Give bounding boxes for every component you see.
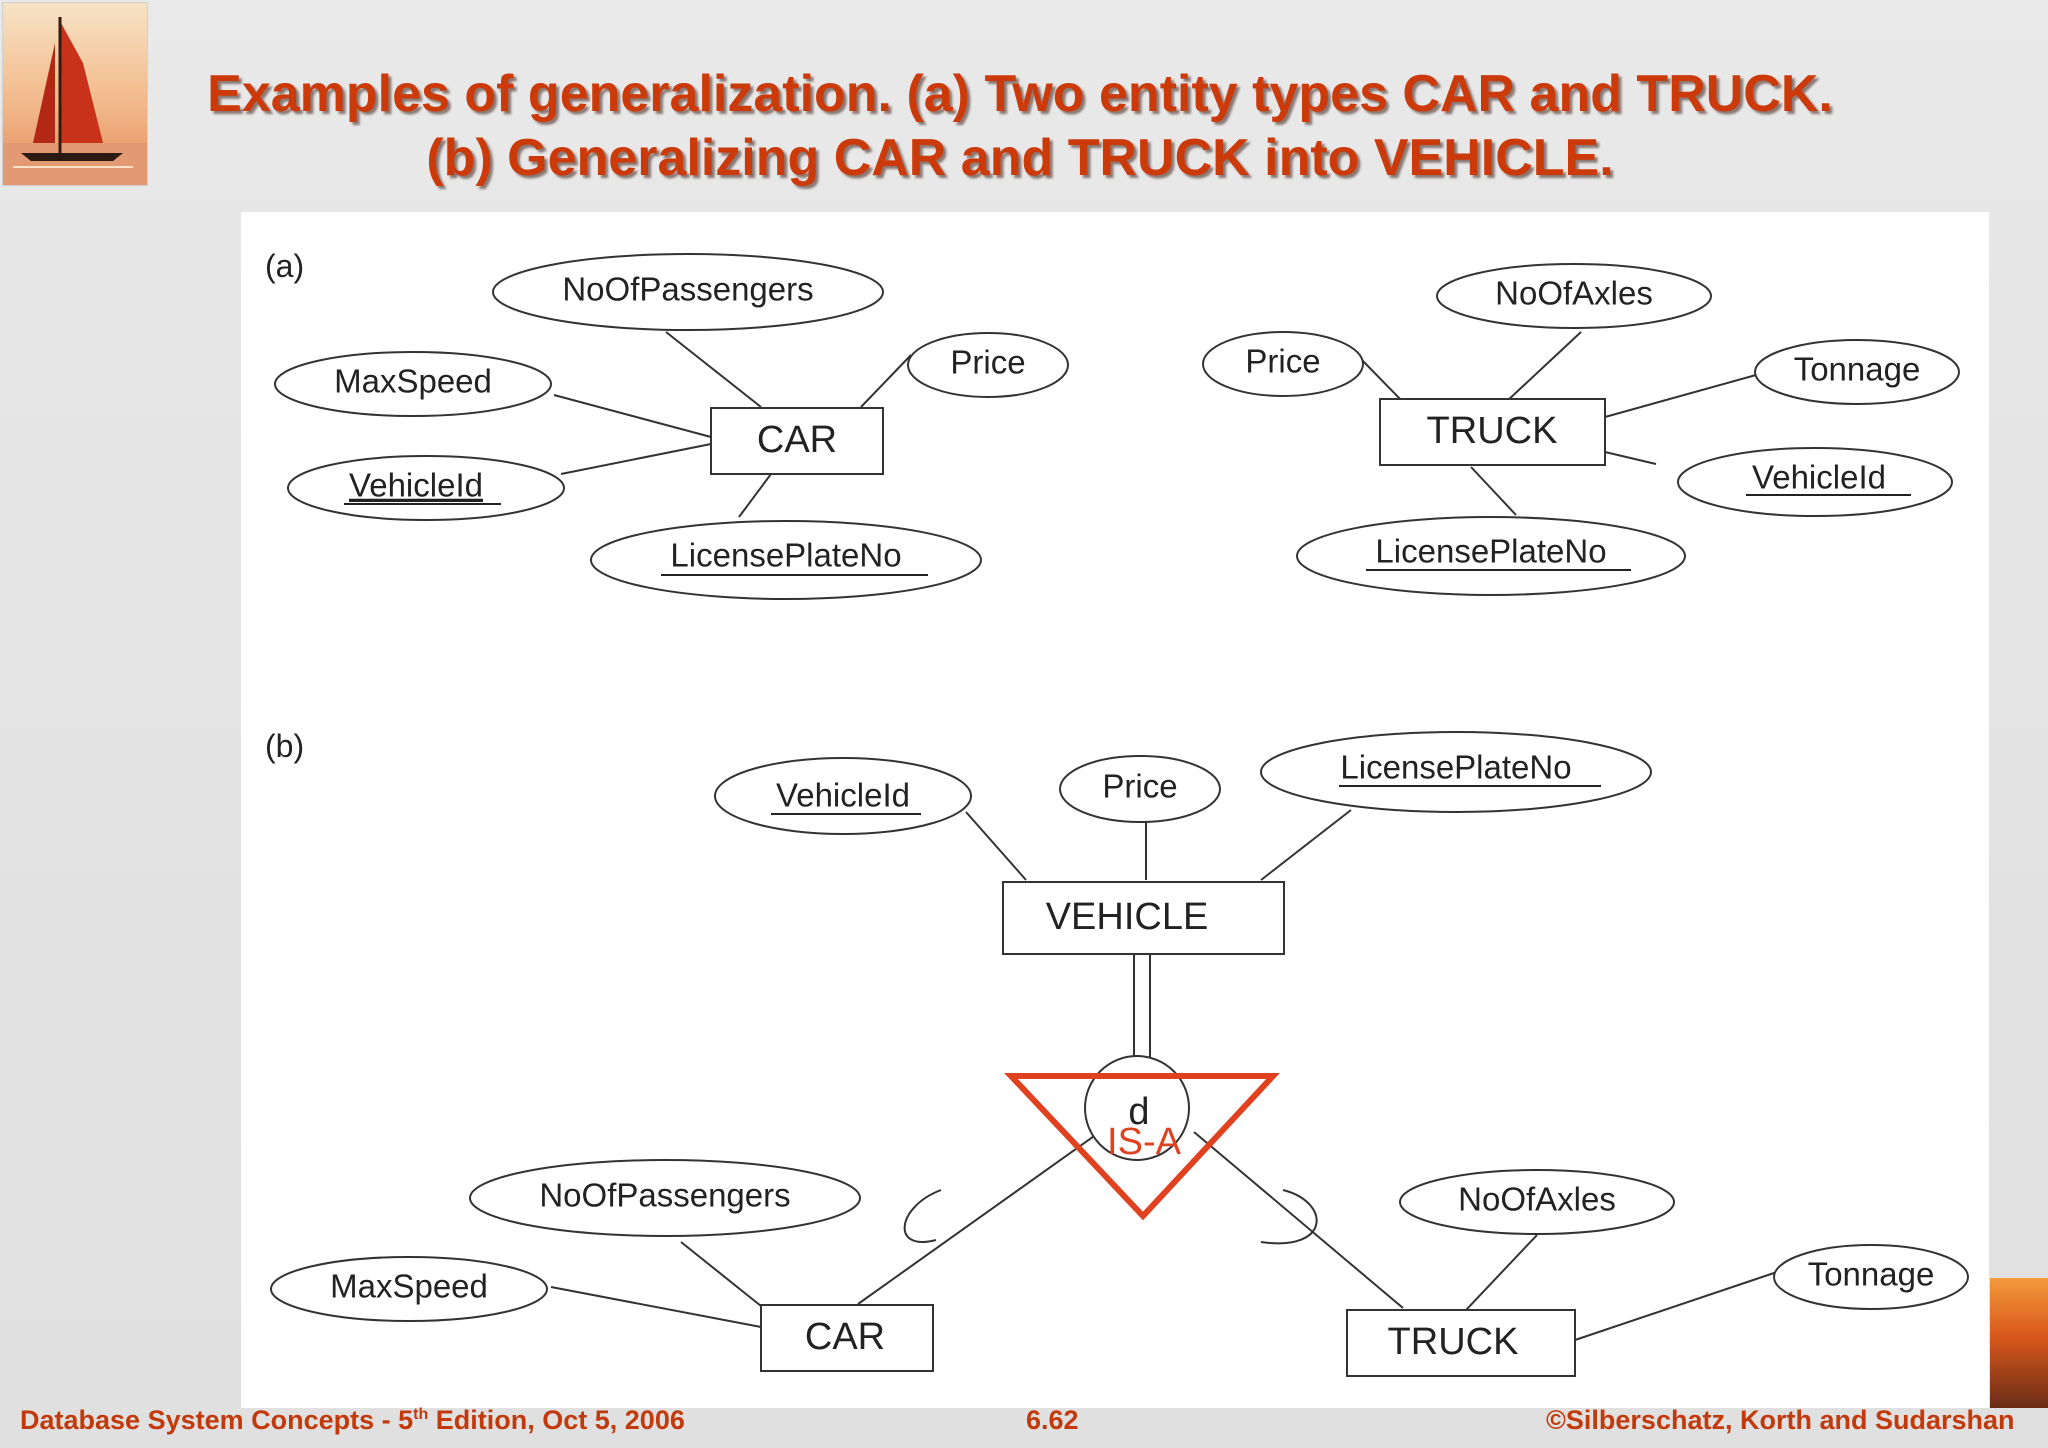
connector-line: [860, 354, 912, 408]
svg-text:LicensePlateNo: LicensePlateNo: [1340, 749, 1571, 786]
disjoint-circle: d: [1084, 1055, 1190, 1161]
entity-car-a: CAR: [710, 407, 884, 475]
connector-line: [1193, 1131, 1404, 1309]
er-diagram: (a) (b) NoOfPassengers Price MaxSpeed Ve…: [241, 212, 1989, 1408]
footer-left-prefix: Database System Concepts - 5: [20, 1405, 414, 1435]
attr-vehicleid-truck-a: VehicleId: [1677, 447, 1953, 517]
panel-a-label: (a): [265, 248, 304, 284]
attr-maxspeed-b: MaxSpeed: [270, 1256, 548, 1322]
svg-text:TRUCK: TRUCK: [1388, 1321, 1519, 1363]
sailboat-logo: [2, 2, 148, 186]
connector-line: [553, 394, 712, 438]
connector-line: [738, 473, 772, 518]
connector-line: [560, 443, 712, 475]
attr-price-car-a: Price: [907, 332, 1069, 398]
attr-noofaxles-a: NoOfAxles: [1436, 263, 1712, 329]
er-diagram-svg: (a) (b) NoOfPassengers Price MaxSpeed Ve…: [265, 248, 1969, 1377]
connector-line: [1470, 466, 1517, 516]
connector-line: [965, 811, 1027, 881]
slide-title-line-1: Examples of generalization. (a) Two enti…: [207, 65, 1833, 123]
attr-licenseplateno-truck-a: LicensePlateNo: [1296, 516, 1686, 596]
entity-car-b: CAR: [760, 1304, 934, 1372]
attr-vehicleid-car-a: VehicleId: [287, 455, 565, 521]
attr-tonnage-a: Tonnage: [1754, 339, 1960, 405]
footer-left-suffix: Edition, Oct 5, 2006: [428, 1405, 685, 1435]
connector-line: [857, 1123, 1112, 1305]
attr-tonnage-b: Tonnage: [1773, 1244, 1969, 1310]
svg-text:NoOfPassengers: NoOfPassengers: [562, 271, 813, 308]
svg-text:Tonnage: Tonnage: [1808, 1256, 1935, 1293]
connector-line: [1465, 1234, 1538, 1311]
slide-title-line-2: (b) Generalizing CAR and TRUCK into VEHI…: [426, 129, 1614, 187]
connector-line: [1360, 358, 1404, 403]
panel-b-label: (b): [265, 728, 304, 764]
isa-triangle: IS-A: [1004, 1073, 1280, 1221]
svg-text:Tonnage: Tonnage: [1794, 351, 1921, 388]
svg-text:LicensePlateNo: LicensePlateNo: [670, 537, 901, 574]
svg-text:CAR: CAR: [805, 1316, 885, 1358]
attr-noofpassengers-b: NoOfPassengers: [469, 1159, 861, 1237]
svg-text:VEHICLE: VEHICLE: [1046, 896, 1209, 938]
attr-licenseplateno-b: LicensePlateNo: [1260, 731, 1652, 813]
entity-truck-a: TRUCK: [1379, 398, 1606, 466]
connector-line: [665, 331, 762, 408]
svg-text:MaxSpeed: MaxSpeed: [334, 363, 492, 400]
connector-line: [680, 1241, 762, 1307]
svg-text:Price: Price: [1102, 768, 1177, 805]
entity-truck-b: TRUCK: [1346, 1309, 1576, 1377]
connector-line: [1604, 374, 1757, 418]
connector-line: [1260, 809, 1352, 881]
svg-text:d: d: [1128, 1091, 1149, 1133]
svg-text:Price: Price: [1245, 343, 1320, 380]
svg-text:NoOfAxles: NoOfAxles: [1458, 1181, 1616, 1218]
attr-licenseplateno-car-a: LicensePlateNo: [590, 520, 982, 600]
slide-title: Examples of generalization. (a) Two enti…: [160, 62, 1880, 190]
attr-noofaxles-b: NoOfAxles: [1399, 1169, 1675, 1235]
connector-line: [1604, 451, 1657, 465]
svg-text:NoOfAxles: NoOfAxles: [1495, 275, 1653, 312]
footer-left-sup: th: [413, 1406, 429, 1423]
footer-page-number: 6.62: [1026, 1405, 1079, 1435]
footer-left: Database System Concepts - 5th Edition, …: [20, 1405, 685, 1445]
svg-text:VehicleId: VehicleId: [776, 777, 910, 814]
footer-copyright: ©Silberschatz, Korth and Sudarshan: [1546, 1405, 2015, 1435]
svg-text:CAR: CAR: [757, 419, 837, 461]
sunset-decoration: [1990, 1278, 2048, 1408]
attr-noofpassengers-a: NoOfPassengers: [492, 253, 884, 331]
attr-maxspeed-a: MaxSpeed: [274, 351, 552, 417]
svg-text:VehicleId: VehicleId: [349, 467, 483, 504]
sailboat-logo-image: [3, 3, 147, 185]
attr-price-truck-a: Price: [1202, 331, 1364, 397]
subset-symbol: [1260, 1189, 1318, 1245]
connector-line: [550, 1286, 762, 1328]
isa-label: IS-A: [1107, 1121, 1182, 1163]
svg-text:NoOfPassengers: NoOfPassengers: [539, 1177, 790, 1214]
svg-text:TRUCK: TRUCK: [1427, 410, 1558, 452]
subset-symbol: [903, 1189, 942, 1243]
svg-text:Price: Price: [950, 344, 1025, 381]
entity-vehicle-b: VEHICLE: [1002, 881, 1285, 955]
connector-line: [1574, 1271, 1778, 1341]
attr-vehicleid-b: VehicleId: [714, 757, 972, 835]
svg-text:LicensePlateNo: LicensePlateNo: [1375, 533, 1606, 570]
svg-text:MaxSpeed: MaxSpeed: [330, 1268, 488, 1305]
connector-line: [1505, 331, 1582, 403]
attr-price-b: Price: [1059, 755, 1221, 823]
svg-text:VehicleId: VehicleId: [1752, 459, 1886, 496]
